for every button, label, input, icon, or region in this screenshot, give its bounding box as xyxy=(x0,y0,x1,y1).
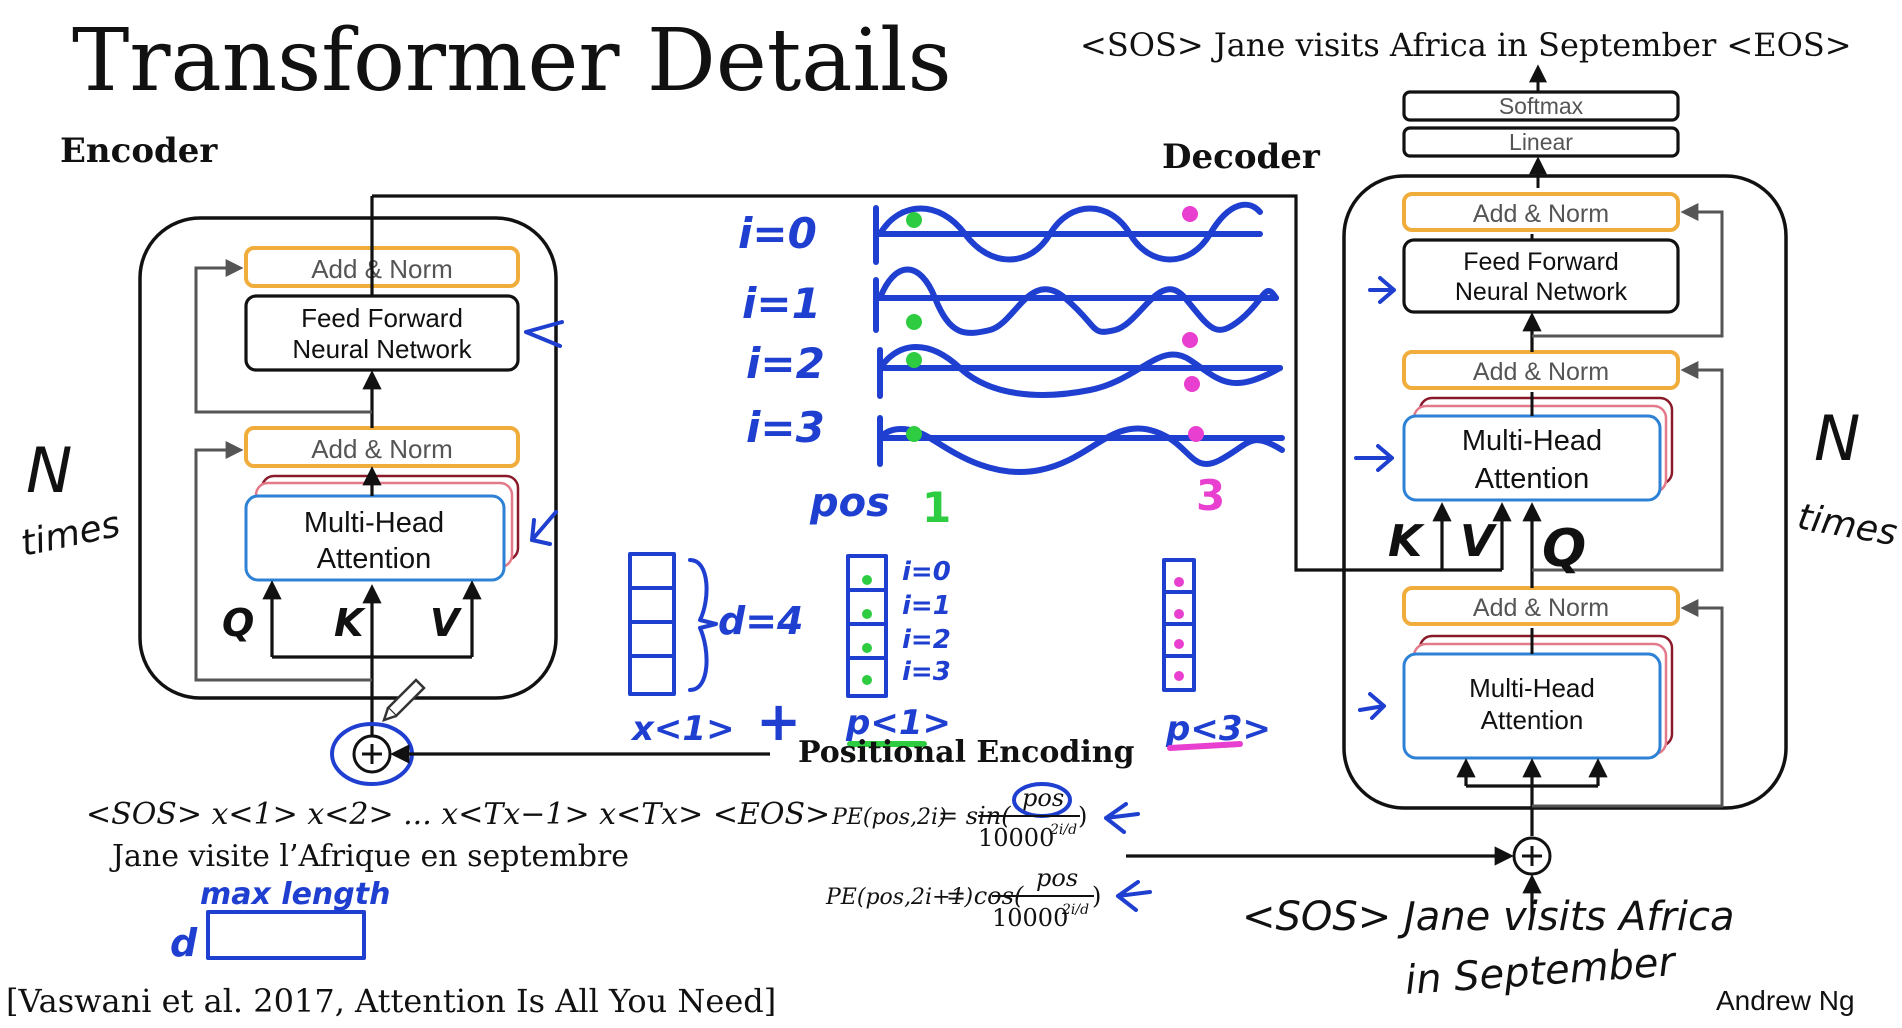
svg-text:pos: pos xyxy=(1036,864,1078,892)
pos-3: 3 xyxy=(1196,471,1225,520)
encoder-decoder-connector xyxy=(372,194,1502,572)
svg-text:Feed Forward: Feed Forward xyxy=(301,303,463,333)
d-eq-label: d=4 xyxy=(718,599,803,643)
decoder-v-label: V xyxy=(1460,516,1497,567)
decoder-feed-forward-box xyxy=(1402,238,1680,314)
wave-dot-green-3 xyxy=(906,426,922,442)
svg-text:Feed Forward: Feed Forward xyxy=(1463,248,1619,276)
wave-label-i3: i=3 xyxy=(746,403,825,452)
x1-label: x<1> xyxy=(630,709,735,749)
decoder-add-norm-2 xyxy=(1402,350,1680,390)
decoder-n: N xyxy=(1814,402,1860,475)
wave-dot-magenta-3 xyxy=(1188,426,1204,442)
svg-text:Neural Network: Neural Network xyxy=(1455,278,1628,306)
svg-text:pos: pos xyxy=(1022,784,1064,812)
svg-text:Attention: Attention xyxy=(317,543,431,575)
decoder-add-norm-1 xyxy=(1402,192,1680,232)
positional-encoding-label: Positional Encoding xyxy=(798,735,1135,770)
decoder-plus xyxy=(1126,836,1552,920)
encoder-mha-box xyxy=(244,494,506,582)
pen-icon xyxy=(382,678,426,722)
max-length-note: max length xyxy=(200,877,390,912)
encoder-block: Add & Norm Feed Forward Neural Network A… xyxy=(138,196,558,735)
encoder-q-label: Q xyxy=(222,601,254,645)
formula-sin: PE(pos,2i) = sin( pos 10000 2i/d ) xyxy=(831,782,1140,852)
svg-text:10000: 10000 xyxy=(992,904,1068,932)
d-note: d xyxy=(170,921,198,965)
decoder-k-label: K xyxy=(1388,516,1425,567)
encoder-add-norm-top xyxy=(244,246,520,288)
svg-text:Add & Norm: Add & Norm xyxy=(311,254,453,284)
formula-cos: PE(pos,2i+1) = cos( pos 10000 2i/d ) xyxy=(825,864,1152,932)
decoder-add-norm-3 xyxy=(1402,586,1680,626)
decoder-block: Softmax Linear Add & Norm Feed Forward N… xyxy=(1342,64,1788,836)
encoder-label: Encoder xyxy=(60,131,218,171)
svg-text:Add & Norm: Add & Norm xyxy=(311,434,453,464)
author: Andrew Ng xyxy=(1716,985,1855,1016)
svg-text:PE(pos,2i+1): PE(pos,2i+1) xyxy=(825,885,973,910)
positional-vector-p3: p<3> xyxy=(1162,558,1271,751)
svg-text:Attention: Attention xyxy=(1481,705,1584,735)
svg-text:Linear: Linear xyxy=(1509,129,1573,155)
svg-text:Multi-Head: Multi-Head xyxy=(1462,425,1602,457)
decoder-label: Decoder xyxy=(1162,137,1321,177)
svg-text:PE(pos,2i): PE(pos,2i) xyxy=(831,805,947,830)
svg-text:Attention: Attention xyxy=(1475,463,1589,495)
positional-waves: i=0 i=1 i=2 i=3 pos 1 3 xyxy=(738,201,1285,532)
wave-label-i0: i=0 xyxy=(738,209,817,258)
decoder-q-label: Q xyxy=(1542,519,1586,579)
encoder-feed-forward-box xyxy=(244,294,520,372)
decoder-input-handwritten-1: <SOS> Jane visits Africa xyxy=(1242,894,1734,940)
wave-label-i2: i=2 xyxy=(746,339,825,388)
svg-text:Multi-Head: Multi-Head xyxy=(1469,673,1595,703)
linear-box xyxy=(1402,126,1680,158)
p1-vec-label-3: i=3 xyxy=(902,657,951,687)
encoder-plus xyxy=(330,722,770,786)
encoder-input-tokens: <SOS> x<1> x<2> ... x<Tx−1> x<Tx> <EOS> xyxy=(86,797,830,832)
encoder-add-norm-bottom xyxy=(244,426,520,468)
svg-text:10000: 10000 xyxy=(978,824,1054,852)
p1-label: p<1> xyxy=(845,703,951,743)
p1-vec-label-0: i=0 xyxy=(902,557,951,587)
wave-dot-green-2 xyxy=(906,352,922,368)
svg-text:Add & Norm: Add & Norm xyxy=(1473,200,1609,228)
svg-text:Add & Norm: Add & Norm xyxy=(1473,594,1609,622)
wave-label-i1: i=1 xyxy=(742,279,821,328)
wave-dot-green-1 xyxy=(906,314,922,330)
svg-text:Softmax: Softmax xyxy=(1499,93,1584,119)
max-length-box xyxy=(206,910,366,960)
encoder-v-label: V xyxy=(430,601,462,645)
pos-label: pos xyxy=(809,480,890,526)
wave-dot-magenta-1 xyxy=(1182,332,1198,348)
decoder-input-handwritten-2: in September xyxy=(1403,939,1678,1004)
svg-text:Multi-Head: Multi-Head xyxy=(304,507,444,539)
svg-text:2i/d: 2i/d xyxy=(1061,902,1089,918)
slide-title: Transformer Details xyxy=(72,11,952,111)
embedding-vector-x1: d=4 x<1> xyxy=(628,552,803,749)
encoder-k-label: K xyxy=(334,601,366,645)
pos-1: 1 xyxy=(922,483,951,532)
encoder-annotation-arrows xyxy=(524,320,564,546)
softmax-box xyxy=(1402,90,1680,122)
encoder-input-sentence: Jane visite l’Afrique en septembre xyxy=(109,839,629,874)
svg-text:): ) xyxy=(1092,882,1101,910)
plus-sign: + xyxy=(756,690,801,753)
wave-dot-magenta-0 xyxy=(1182,206,1198,222)
svg-text:2i/d: 2i/d xyxy=(1049,822,1077,838)
wave-dot-green-0 xyxy=(906,212,922,228)
wave-dot-magenta-2 xyxy=(1184,376,1200,392)
p1-vec-label-1: i=1 xyxy=(902,591,951,621)
decoder-times: times xyxy=(1794,496,1900,554)
svg-text:Add & Norm: Add & Norm xyxy=(1473,358,1609,386)
encoder-n: N xyxy=(26,434,72,507)
svg-text:Neural Network: Neural Network xyxy=(292,334,472,364)
positional-vector-p1: i=0 i=1 i=2 i=3 p<1> xyxy=(845,554,951,747)
encoder-times: times xyxy=(17,504,123,565)
citation: [Vaswani et al. 2017, Attention Is All Y… xyxy=(6,982,776,1020)
decoder-output-sentence: <SOS> Jane visits Africa in September <E… xyxy=(1080,26,1852,64)
p1-vec-label-2: i=2 xyxy=(902,625,951,655)
svg-text:): ) xyxy=(1078,802,1087,830)
